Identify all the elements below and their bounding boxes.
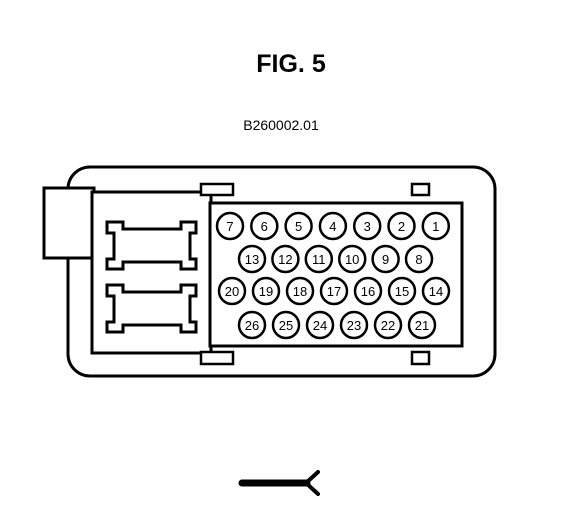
pin-25 [271, 310, 301, 340]
pin-label-15: 15 [395, 284, 409, 299]
pin-label-19: 19 [259, 284, 273, 299]
pin-label-17: 17 [327, 284, 341, 299]
pin-5 [284, 211, 313, 241]
figure-code: B260002.01 [243, 117, 319, 133]
key-tab-bottom-left [199, 350, 235, 366]
power-terminal-upper [105, 220, 198, 271]
pin-label-18: 18 [293, 284, 307, 299]
pin-22 [373, 310, 403, 340]
pin-label-7: 7 [226, 219, 233, 234]
pin-label-20: 20 [225, 284, 239, 299]
pin-label-25: 25 [279, 318, 293, 333]
pin-14 [421, 276, 451, 306]
pin-16 [353, 276, 383, 306]
pin-15 [387, 276, 417, 306]
pin-label-11: 11 [312, 252, 326, 267]
terminal-block [90, 190, 213, 355]
pin-13 [237, 244, 267, 274]
pin-label-21: 21 [415, 318, 429, 333]
key-tab-bottom-right [410, 350, 431, 366]
pin-9 [371, 244, 400, 274]
connector-housing [66, 165, 497, 378]
pin-24 [305, 310, 335, 340]
pin-4 [318, 211, 348, 241]
latch-tab [42, 186, 96, 260]
key-tab-top-right [410, 182, 431, 197]
pin-2 [387, 211, 416, 241]
pin-7 [215, 211, 245, 241]
power-terminal-lower [105, 283, 198, 334]
pin-11 [304, 244, 334, 274]
pin-label-16: 16 [361, 284, 375, 299]
pin-label-8: 8 [415, 252, 422, 267]
pin-label-4: 4 [329, 219, 336, 234]
pin-20 [217, 276, 247, 306]
pin-19 [251, 276, 281, 306]
pin-label-5: 5 [295, 219, 302, 234]
pin-21 [407, 310, 437, 340]
pin-1 [421, 211, 451, 241]
pin-label-26: 26 [245, 318, 259, 333]
key-tab-top-left [199, 182, 235, 197]
pin-23 [339, 310, 369, 340]
pin-label-22: 22 [381, 318, 395, 333]
pin-8 [404, 244, 434, 274]
tool-probe-icon [238, 470, 320, 496]
pin-10 [337, 244, 367, 274]
pin-6 [250, 211, 279, 241]
pin-12 [271, 244, 300, 274]
pin-18 [285, 276, 315, 306]
pin-label-14: 14 [429, 284, 443, 299]
pin-label-12: 12 [278, 252, 292, 267]
pin-26 [237, 310, 267, 340]
pin-label-6: 6 [261, 219, 268, 234]
pin-label-9: 9 [382, 252, 389, 267]
pin-label-13: 13 [245, 252, 259, 267]
pin-label-2: 2 [398, 219, 405, 234]
pin-label-10: 10 [345, 252, 359, 267]
pin-label-3: 3 [364, 219, 371, 234]
pin-17 [319, 276, 349, 306]
figure-title: FIG. 5 [256, 50, 326, 78]
pin-label-1: 1 [432, 219, 439, 234]
pin-3 [352, 211, 382, 241]
pin-label-23: 23 [347, 318, 361, 333]
pin-label-24: 24 [313, 318, 327, 333]
